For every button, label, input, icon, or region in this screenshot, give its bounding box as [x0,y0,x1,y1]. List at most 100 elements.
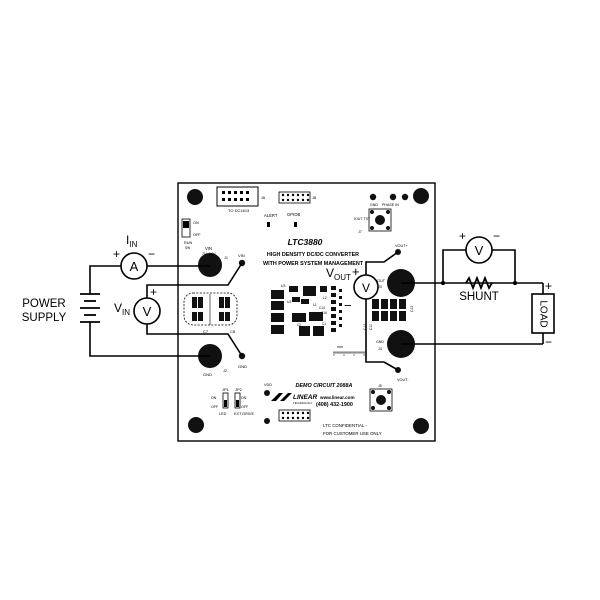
confidential-line2: FOR CUSTOMER USE ONLY [323,431,382,436]
gnd-supply-wire [89,322,210,357]
gpiob-led [294,222,297,227]
iout-test-center [375,215,385,225]
phone-label: (408) 432-1900 [316,402,353,408]
sw-label: SW [185,246,190,250]
c16-label: C16 [321,311,327,315]
mounting-hole-bottom-right [413,418,429,434]
mm-label: mm [337,345,343,349]
c14-label: C14 [319,306,325,310]
website-label: www.linear.com [319,395,355,400]
vout-plus-label: VOUT+ [395,244,409,248]
jp2-on-label: ON [241,396,247,400]
demo-board: TO DC1613 J6 J8 ALERT GPIOB ON OFF RUN S… [177,182,436,442]
run-off-label: OFF [193,233,201,237]
load-box [531,293,555,334]
j6-label: J6 [261,195,266,200]
jp2-label: JP2 [235,387,243,392]
vin-sense-label: VIN [238,253,245,258]
c2-label: C2 [297,323,301,327]
mm-ruler [333,351,366,356]
ammeter-plus: + [113,247,120,261]
shunt-label: SHUNT [459,291,499,303]
j7-label: J7 [358,230,362,234]
vin-supply-wire [89,265,121,294]
vout-sense-minus-wire [365,299,399,371]
vdd-label: VDD [264,383,272,387]
vout-label: VOUT [326,266,351,282]
l2-label: L2 [323,296,327,300]
phase-in-label: PHASE IN [382,203,399,207]
power-supply-label-line1: POWER [22,298,65,310]
vout-terminal-label: VOUT [375,279,386,283]
alert-label: ALERT [264,213,278,218]
run-on-label: ON [193,221,199,225]
confidential-line1: LTC CONFIDENTIAL - [323,423,367,428]
u3-label: U3 [281,284,285,288]
power-supply-symbol [80,293,100,323]
output-capacitor-bank [372,299,406,321]
u2-label: U2 [287,300,291,304]
j3-label: J3 [378,285,382,289]
jp2-off-label: OFF [241,405,249,409]
ammeter-symbol: A [130,259,139,274]
j5-label: J5 [378,384,382,388]
gnd-out-label: GND [376,340,384,344]
vout-minus-label: VOUT- [397,378,409,382]
ammeter-label: IIN [126,233,138,249]
shunt-voltmeter: V + − [459,229,500,264]
load-plus: + [545,279,552,293]
alert-led [267,222,270,227]
shunt-meter-wire [442,249,466,283]
jp1-on-label: ON [211,396,217,400]
vout-voltmeter: V VOUT + − [326,264,379,313]
test-setup-wiring [89,249,544,371]
vin-sense-wire [146,262,243,298]
c13-label: C13 [410,306,414,312]
c8-label: C8 [230,329,236,334]
vout-minus-sign: − [344,298,352,313]
vdd-gnd-turret [264,418,270,424]
j7-pad-a [369,193,377,201]
l1-label: L1 [313,303,317,307]
ammeter-minus: − [148,247,155,261]
mounting-hole-top-right [413,188,429,204]
j8-label: J8 [312,195,317,200]
c12-label: C12 [363,324,367,330]
load-label: LOAD [537,300,548,327]
iout-tst-label: IOUT TST [354,217,371,221]
bottom-header [278,409,311,422]
c1-label: C1 [322,322,326,326]
load-minus: − [545,335,552,349]
logo-text: LINEAR [293,394,318,401]
title-line2: WITH POWER SYSTEM MANAGEMENT [263,261,364,267]
run-label: RUN [184,241,192,245]
j8-header [278,191,311,204]
vout-meter-symbol: V [362,281,370,295]
gnd-terminal-label: GND [203,372,212,377]
vin-voltmeter: V VIN + [114,285,161,325]
j2-label: J2 [223,369,227,373]
j4-label: J4 [378,347,382,351]
jp1-label: JP1 [222,387,230,392]
title-line1: HIGH DENSITY DC/DC CONVERTER [267,252,359,258]
vin-meter-label: VIN [114,301,130,317]
j7-pad-c [401,193,409,201]
c7-label: C7 [203,329,209,334]
j1-label: J1 [224,256,228,260]
led-label: LED [219,412,227,416]
j7-pad-b [389,193,397,201]
gnd-sense-label: GND [238,364,247,369]
mounting-hole-top-left [187,189,203,205]
shunt-meter-minus: − [493,229,500,243]
j6-connector [216,186,259,207]
input-capacitors [183,292,238,326]
j8-pins [281,193,310,202]
run-switch-lever [183,221,189,228]
mounting-hole-bottom-left [188,417,204,433]
jp1-off-label: OFF [211,405,219,409]
vout-plus-sign: + [352,264,360,279]
shunt-resistor [465,275,493,291]
gnd-small-label: GND [370,203,378,207]
power-stage [271,286,342,336]
